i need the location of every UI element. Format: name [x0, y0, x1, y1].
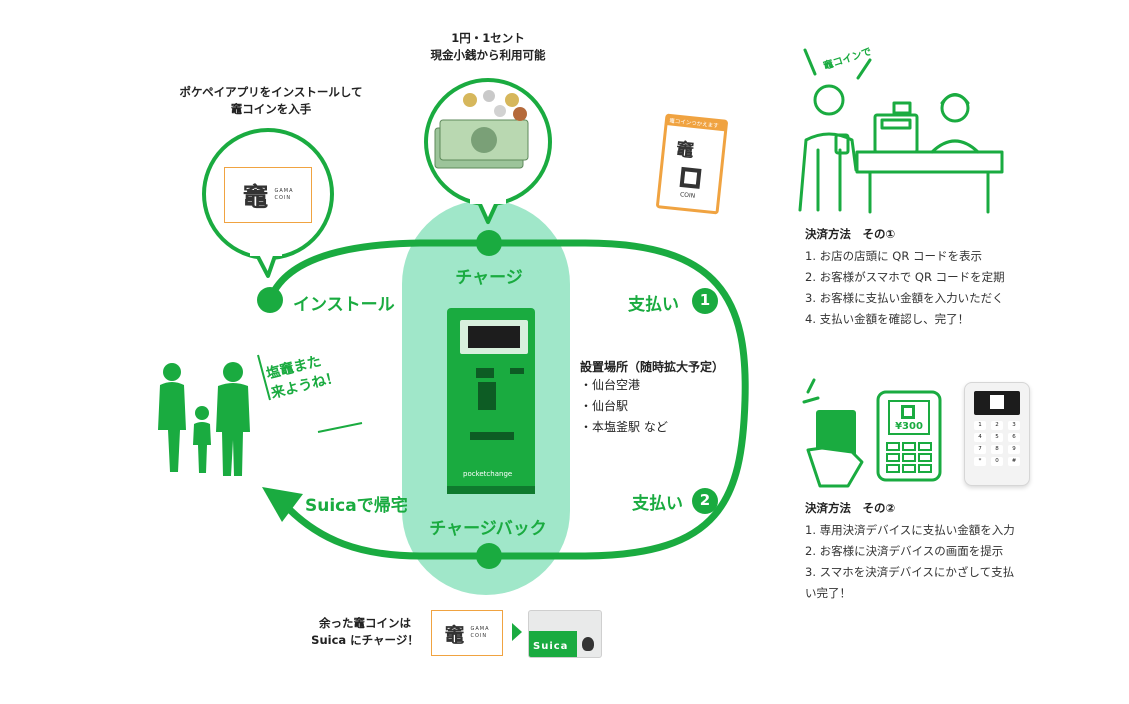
- coin-card-small-text: GAMA COIN: [470, 626, 489, 640]
- kiosk-icon: [447, 308, 535, 494]
- coins-icon: [434, 90, 529, 169]
- keypad-key: 6: [1008, 433, 1020, 442]
- loop-bottom: [284, 504, 589, 560]
- keypad-key: 4: [974, 433, 986, 442]
- pay1-label: 支払い: [628, 295, 679, 315]
- top-caption-line1: 1円・1セント: [451, 31, 525, 45]
- gama-coin-card: 竈 GAMA COIN: [224, 167, 312, 223]
- keypad-key: *: [974, 457, 986, 466]
- coin-card-text2: COIN: [274, 195, 292, 201]
- coin-card-small-text2: COIN: [470, 633, 488, 639]
- bottom-caption-line2: Suica にチャージ！: [311, 633, 419, 647]
- coin-card-text: GAMA COIN: [274, 188, 293, 202]
- gama-coin-card-small: 竈 GAMA COIN: [431, 610, 503, 656]
- terminal-outline-icon: [876, 390, 942, 482]
- location-item: ・仙台空港: [580, 378, 641, 392]
- payment2-step: 3. スマホを決済デバイスにかざして支払: [805, 565, 1015, 579]
- top-caption: 1円・1セント 現金小銭から利用可能: [408, 30, 568, 64]
- terminal-keypad: 1 2 3 4 5 6 7 8 9 * 0 #: [965, 421, 1029, 466]
- payment-method-1: 決済方法 その① 1. お店の店頭に QR コードを表示 2. お客様がスマホで…: [805, 226, 1105, 330]
- coin-card-text1: GAMA: [274, 188, 294, 194]
- pay1-node: [692, 288, 718, 314]
- suica-card-label: Suica: [533, 641, 569, 652]
- loop-top-left: [266, 239, 424, 304]
- payment1-step: 1. お店の店頭に QR コードを表示: [805, 249, 982, 263]
- store-sign-icon: [656, 113, 728, 215]
- pay2-node: [692, 488, 718, 514]
- pay1-number: 1: [699, 291, 711, 309]
- payment2-step: 1. 専用決済デバイスに支払い金額を入力: [805, 523, 1015, 537]
- payment1-title: 決済方法 その①: [805, 227, 896, 241]
- penguin-icon: [582, 637, 594, 651]
- bottom-caption: 余った竈コインは Suica にチャージ！: [300, 615, 430, 649]
- cashier-icon: [798, 48, 1004, 214]
- loop-arrowhead: [262, 487, 303, 522]
- keypad-key: 3: [1008, 421, 1020, 430]
- top-caption-line2: 現金小銭から利用可能: [430, 48, 546, 62]
- pay2-label: 支払い: [632, 494, 683, 514]
- keypad-key: 8: [991, 445, 1003, 454]
- payment1-step: 2. お客様がスマホで QR コードを定期: [805, 270, 1005, 284]
- kiosk-brand: pocketchange: [463, 470, 513, 478]
- install-node: [257, 287, 283, 313]
- locations-title: 設置場所（随時拡大予定）: [580, 360, 725, 374]
- play-arrow-icon: [512, 623, 522, 641]
- keypad-key: 7: [974, 445, 986, 454]
- charge-node: [476, 230, 502, 256]
- keypad-key: 9: [1008, 445, 1020, 454]
- chargeback-node: [476, 543, 502, 569]
- store-sign-footer: COIN: [679, 191, 696, 200]
- payment2-step: い完了！: [805, 586, 851, 600]
- payment2-step: 2. お客様に決済デバイスの画面を提示: [805, 544, 1004, 558]
- coin-card-kanji: 竈: [242, 182, 269, 213]
- coin-card-small-text1: GAMA: [470, 626, 490, 632]
- install-label: インストール: [293, 295, 395, 315]
- coin-card-small-kanji: 竈: [444, 622, 465, 647]
- keypad-key: 5: [991, 433, 1003, 442]
- install-caption: ポケペイアプリをインストールして 竈コインを入手: [168, 84, 374, 118]
- chargeback-label: チャージバック: [429, 519, 547, 539]
- keypad-key: 0: [991, 457, 1003, 466]
- charge-label: チャージ: [455, 268, 523, 288]
- loop-right: [584, 239, 749, 560]
- family-icon: [158, 362, 250, 476]
- store-sign-kanji: 竈: [674, 139, 695, 162]
- keypad-key: 2: [991, 421, 1003, 430]
- pay2-number: 2: [699, 491, 711, 509]
- payment1-step: 3. お客様に支払い金額を入力いただく: [805, 291, 1004, 305]
- phone-pay-icon: [802, 378, 864, 488]
- keypad-key: #: [1008, 457, 1020, 466]
- terminal-qr: [990, 395, 1004, 409]
- install-caption-line1: ポケペイアプリをインストールして: [179, 85, 363, 99]
- device-amount: ¥300: [895, 421, 923, 432]
- bottom-caption-line1: 余った竈コインは: [319, 616, 411, 630]
- location-item: ・仙台駅: [580, 399, 629, 413]
- suica-home-label: Suicaで帰宅: [305, 496, 408, 516]
- location-item: ・本塩釜駅 など: [580, 420, 668, 434]
- install-caption-line2: 竈コインを入手: [230, 102, 312, 116]
- payment-terminal-icon: 1 2 3 4 5 6 7 8 9 * 0 #: [964, 382, 1030, 486]
- keypad-key: 1: [974, 421, 986, 430]
- terminal-screen: [974, 391, 1020, 415]
- suica-card-icon: Suica: [528, 610, 602, 658]
- locations-list: 設置場所（随時拡大予定） ・仙台空港 ・仙台駅 ・本塩釜駅 など: [580, 358, 724, 438]
- payment2-title: 決済方法 その②: [805, 501, 896, 515]
- payment1-step: 4. 支払い金額を確認し、完了！: [805, 312, 970, 326]
- suica-card-stripe: [529, 631, 577, 657]
- payment-method-2: 決済方法 その② 1. 専用決済デバイスに支払い金額を入力 2. お客様に決済デ…: [805, 500, 1105, 604]
